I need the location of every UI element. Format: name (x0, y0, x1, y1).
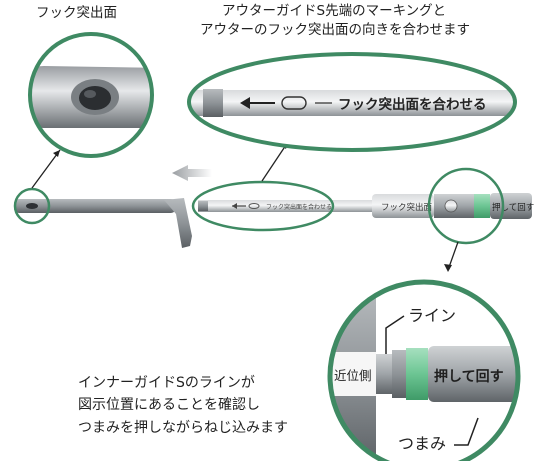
marking-caption-line1: アウターガイドS先端のマーキングと (222, 3, 447, 19)
small-align-label: フック突出面を合わせる (266, 203, 332, 211)
tip-highlight-circle (13, 187, 51, 225)
outer-guide: フック突出面を合わせる フック突出面 押して回す (198, 193, 534, 219)
alignment-zoom: フック突出面を合わせる (187, 52, 517, 152)
marking-highlight-ellipse (191, 180, 335, 232)
line-label: ライン (408, 306, 456, 325)
knob-zoom: 近位側 押して回す ライン つまみ (327, 279, 521, 461)
inner-guide-caption-line1: インナーガイドSのラインが (78, 375, 255, 391)
hook-instrument (14, 198, 192, 248)
inner-guide-caption-line3: つまみを押しながらねじ込みます (78, 420, 288, 436)
inner-guide-caption-line2: 図示位置にあることを確認し (78, 397, 260, 413)
small-push-turn-label: 押して回す (492, 202, 534, 213)
hook-tip-hole (26, 203, 38, 209)
proximal-side-label: 近位側 (334, 368, 372, 383)
marking-caption-line2: アウターのフック突出面の向きを合わせます (200, 22, 470, 38)
knob-label: つまみ (398, 434, 446, 453)
align-hook-surface-label: フック突出面を合わせる (338, 96, 487, 113)
push-turn-label: 押して回す (434, 368, 504, 385)
move-arrow-icon (172, 165, 212, 181)
hook-surface-caption: フック突出面 (36, 5, 117, 21)
hook-surface-zoom (28, 32, 154, 158)
small-hook-surface-label: フック突出面 (381, 202, 433, 213)
knob-highlight-circle (427, 167, 505, 245)
